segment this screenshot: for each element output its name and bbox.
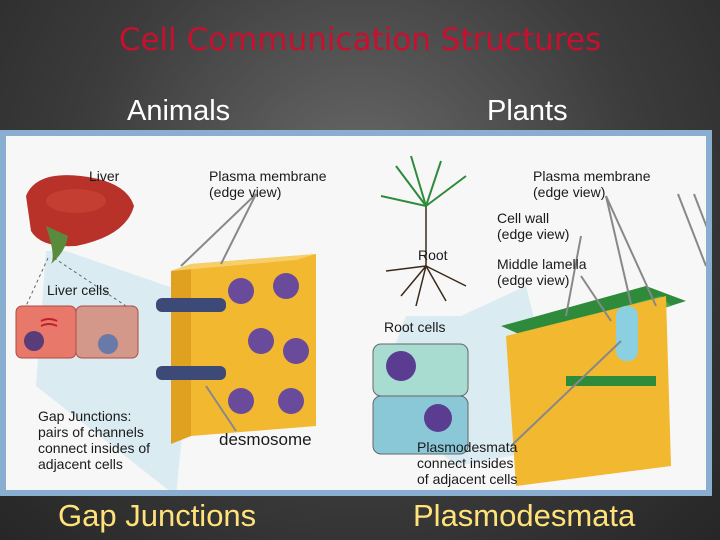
plants-heading: Plants	[487, 95, 568, 127]
caption-plasmodesmata: Plasmodesmata	[413, 498, 636, 533]
label-cell-wall: Cell wall(edge view)	[497, 210, 570, 242]
gap-junction-block	[156, 254, 316, 444]
diagram-illustration	[15, 155, 706, 490]
label-animal-plasma-membrane: Plasma membrane(edge view)	[209, 168, 327, 200]
plasmodesmata-block	[501, 286, 686, 486]
label-plant-plasma-membrane: Plasma membrane(edge view)	[533, 168, 651, 200]
caption-gap-junctions: Gap Junctions	[58, 498, 257, 533]
label-root: Root	[418, 247, 448, 263]
label-root-cells: Root cells	[384, 319, 446, 335]
diagram-panel: Liver Plasma membrane(edge view) Liver c…	[0, 130, 712, 496]
label-liver: Liver	[89, 168, 120, 184]
label-middle-lamella: Middle lamella(edge view)	[497, 256, 587, 288]
liver-cells-illustration	[15, 305, 139, 359]
root-illustration	[380, 155, 467, 307]
label-liver-cells: Liver cells	[47, 282, 110, 298]
label-desmosome: desmosome	[219, 430, 312, 449]
liver-illustration	[26, 175, 134, 264]
root-cells-illustration	[372, 343, 469, 455]
animals-heading: Animals	[127, 95, 231, 127]
label-gap-junctions-desc: Gap Junctions:pairs of channels connect …	[38, 408, 151, 472]
slide-title: Cell Communication Structures	[118, 22, 602, 58]
